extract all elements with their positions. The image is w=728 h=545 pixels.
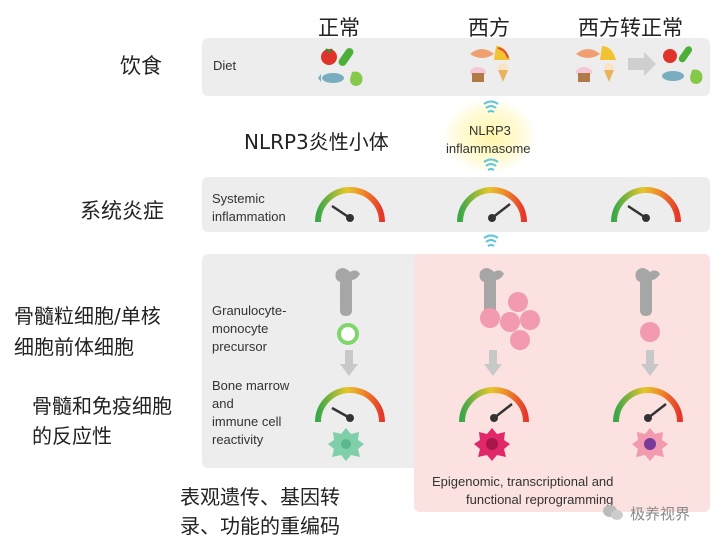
bone-icon <box>479 268 504 316</box>
signal-wave-icon <box>483 234 499 247</box>
panel-label-diet: Diet <box>213 58 237 73</box>
gauge-icon <box>611 187 681 223</box>
precursor-cell-icon <box>337 323 359 345</box>
western-food-icon <box>470 46 510 82</box>
row-label-reactivity-1: 骨髓和免疫细胞 <box>32 394 172 418</box>
column-header-normal: 正常 <box>318 16 360 40</box>
row-label-epigenomic-2: 录、功能的重编码 <box>180 514 340 538</box>
panel-label-precursor-1: Granulocyte- <box>212 303 287 318</box>
gauge-icon <box>457 187 527 223</box>
panel-label-nlrp3-1: NLRP3 <box>469 123 511 138</box>
watermark-logo-icon <box>603 505 623 520</box>
column-header-western: 西方 <box>468 16 510 40</box>
panel-label-systemic-1: Systemic <box>212 191 265 206</box>
row-label-diet: 饮食 <box>120 54 162 78</box>
panel-label-reactivity-4: reactivity <box>212 432 264 447</box>
bone-icon <box>335 268 360 316</box>
arrow-down-icon <box>641 350 659 376</box>
row-label-precursor-2: 细胞前体细胞 <box>14 335 134 359</box>
signal-wave-icon <box>483 100 499 113</box>
row-label-systemic: 系统炎症 <box>80 199 164 223</box>
precursor-cell-icon <box>640 322 660 342</box>
panel-label-systemic-2: inflammation <box>212 209 286 224</box>
panel-label-reactivity-1: Bone marrow <box>212 378 290 393</box>
immune-cell-icon <box>632 428 668 461</box>
gauge-icon <box>315 187 385 223</box>
panel-label-reactivity-3: immune cell <box>212 414 282 429</box>
panel-label-precursor-2: monocyte <box>212 321 269 336</box>
row-label-precursor-1: 骨髓粒细胞/单核 <box>14 304 161 328</box>
panel-label-reprogramming-2: functional reprogramming <box>466 492 614 507</box>
immune-cell-icon <box>328 428 364 461</box>
signal-wave-icon <box>483 158 499 171</box>
panel-label-reactivity-2: and <box>212 396 234 411</box>
bone-icon <box>635 268 660 316</box>
western-to-normal-food-icon <box>576 46 703 84</box>
systemic-panel <box>202 177 710 232</box>
column-header-western-to-normal: 西方转正常 <box>578 16 683 40</box>
row-label-reactivity-2: 的反应性 <box>32 424 112 448</box>
panel-label-precursor-3: precursor <box>212 339 267 354</box>
arrow-down-icon <box>340 350 358 376</box>
immune-cell-icon <box>474 428 510 461</box>
gauge-icon <box>459 387 529 423</box>
arrow-down-icon <box>484 350 502 376</box>
gauge-icon <box>315 387 385 423</box>
row-label-nlrp3: NLRP3炎性小体 <box>244 130 389 154</box>
healthy-food-icon <box>318 48 363 86</box>
diet-panel <box>202 38 710 96</box>
gauge-icon <box>613 387 683 423</box>
precursor-cell-cluster-icon <box>480 292 540 350</box>
reprogramming-panel <box>414 254 710 512</box>
panel-label-reprogramming-1: Epigenomic, transcriptional and <box>432 474 614 489</box>
panel-label-nlrp3-2: inflammasome <box>446 141 531 156</box>
row-label-epigenomic-1: 表观遗传、基因转 <box>180 485 340 509</box>
watermark-text: 极养视界 <box>630 505 691 523</box>
